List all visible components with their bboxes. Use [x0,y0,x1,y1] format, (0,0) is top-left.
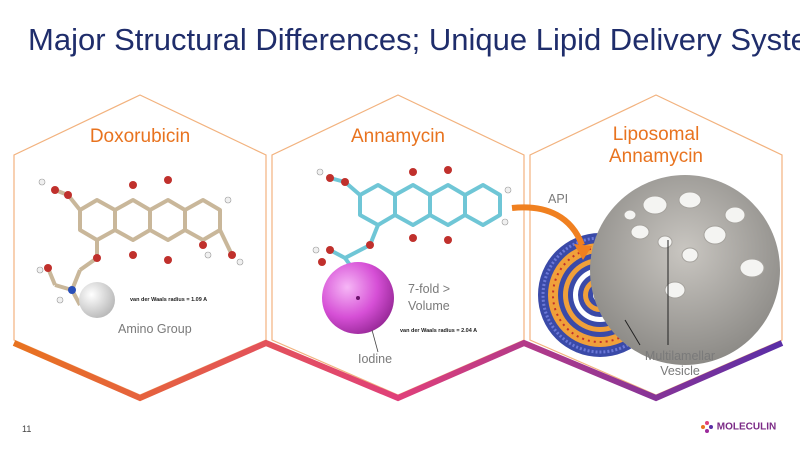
logo-text: MOLECULIN [716,421,777,433]
volume-label-line2: Volume [408,299,450,313]
iodine-label: Iodine [358,352,393,366]
liposomal-title-line2: Annamycin [609,146,703,167]
slide-number: 11 [22,424,32,434]
volume-label-line1: 7-fold > [408,282,451,296]
logo: MOLECULIN [700,420,776,434]
vesicle-label-line2: Vesicle [660,364,700,378]
annamycin-radius-note: van der Waals radius = 2.04 A [400,328,478,334]
api-label: API [548,192,569,206]
liposomal-title-line1: Liposomal [612,124,700,145]
doxorubicin-title: Doxorubicin [89,126,191,147]
gradient-band [12,339,784,402]
doxorubicin-molecule-icon [36,176,244,318]
micrograph-icon [590,175,780,365]
slide-title: Major Structural Differences; Unique Lip… [28,22,800,57]
logo-icon [701,421,713,433]
vesicle-label-line1: Multilamellar [644,349,716,363]
doxorubicin-radius-note: van der Waals radius = 1.09 A [130,297,208,303]
amino-group-label: Amino Group [118,322,192,336]
annamycin-title: Annamycin [351,126,445,147]
arrow-icon [511,204,585,247]
annamycin-molecule-icon [312,166,512,353]
